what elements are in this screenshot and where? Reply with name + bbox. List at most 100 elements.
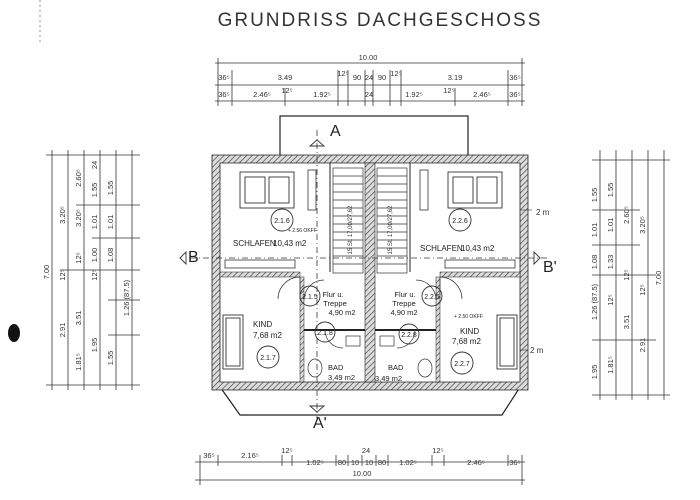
right-dim-c3-1: 2.60⁵ bbox=[622, 206, 631, 224]
punch-hole-mark bbox=[8, 324, 20, 342]
left-dim-c2-5: 1.81⁵ bbox=[74, 353, 83, 371]
room-area-kind-left: 7,68 m2 bbox=[253, 331, 282, 340]
room-number-2-2-5: 2.2.5 bbox=[424, 294, 440, 301]
room-number-2-2-6: 2.2.6 bbox=[452, 218, 468, 225]
top-dim-r2-7: 12⁵ bbox=[443, 86, 454, 95]
top-dim-r1-7: 12⁵ bbox=[390, 69, 401, 78]
right-dim-c4-2: 12⁵ bbox=[638, 284, 647, 295]
stair-right bbox=[376, 167, 408, 274]
top-dim-r2-6: 1.92⁵ bbox=[405, 90, 423, 99]
stair-left bbox=[332, 167, 364, 274]
level-note-right: + 2.50 OKFF bbox=[454, 314, 483, 320]
section-marker-b-right: B' bbox=[543, 259, 557, 276]
right-dim-total: 7.00 bbox=[654, 271, 663, 286]
roof-window-right bbox=[447, 171, 503, 209]
top-dim-total: 10.00 bbox=[359, 53, 378, 62]
top-dim-r2-2: 2.46⁵ bbox=[253, 90, 271, 99]
wall-left-mid bbox=[219, 271, 301, 278]
room-area-schlafen-right: 10,43 m2 bbox=[461, 244, 495, 253]
top-dim-r2-8: 2.46⁵ bbox=[473, 90, 491, 99]
bottom-dim-9: 80 bbox=[378, 458, 386, 467]
bottom-dim-8: 10 bbox=[365, 458, 373, 467]
right-dim-c1-2: 1.01 bbox=[590, 223, 599, 238]
top-dim-r1-2: 3.49 bbox=[278, 73, 293, 82]
room-number-2-1-7: 2.1.7 bbox=[260, 355, 276, 362]
exterior-wall bbox=[211, 154, 529, 391]
bottom-dim-total: 10.00 bbox=[353, 469, 372, 478]
right-dim-c4-3: 2.91 bbox=[638, 338, 647, 353]
radiators bbox=[224, 169, 516, 269]
right-dim-c1-1: 1.55 bbox=[590, 188, 599, 203]
room-number-2-1-8: 2.1.8 bbox=[317, 330, 333, 337]
bottom-dim-1: 36⁵ bbox=[203, 451, 214, 460]
left-dim-c4-1: 1.55 bbox=[106, 181, 115, 196]
room-number-2-2-7: 2.2.7 bbox=[454, 361, 470, 368]
bottom-dim-5: 80 bbox=[338, 458, 346, 467]
left-dim-c4-3: 1.08 bbox=[106, 248, 115, 263]
left-dim-c4-2: 1.01 bbox=[106, 215, 115, 230]
left-dim-c4-5: 1.55 bbox=[106, 351, 115, 366]
right-dim-c2-3: 1.33 bbox=[606, 255, 615, 270]
window-kind-right bbox=[496, 314, 518, 370]
level-note-left: + 2.56 OKFF bbox=[288, 228, 317, 234]
bath-fixtures bbox=[307, 335, 433, 378]
left-dim-c2-2: 3.20⁵ bbox=[74, 209, 83, 227]
stair-right-label: 15 St. 17,00/27,62 bbox=[388, 205, 394, 255]
bottom-dim-13: 36⁵ bbox=[509, 458, 520, 467]
left-dim-total: 7.00 bbox=[42, 265, 51, 280]
left-dim-c3-2: 1.55 bbox=[90, 183, 99, 198]
room-area-kind-right: 7,68 m2 bbox=[452, 337, 481, 346]
left-dim-c3-1: 24 bbox=[90, 161, 99, 169]
top-dim-r1-4: 90 bbox=[353, 73, 361, 82]
bottom-dim-10: 1.02⁵ bbox=[399, 458, 417, 467]
left-dim-c3-6: 1.95 bbox=[90, 338, 99, 353]
top-dim-r1-3: 12⁵ bbox=[337, 69, 348, 78]
left-dim-c3-4: 1.00 bbox=[90, 248, 99, 263]
right-dim-c2-4: 12⁵ bbox=[606, 294, 615, 305]
section-lines bbox=[190, 130, 550, 420]
top-dimension-chain bbox=[215, 58, 525, 106]
room-area-bad-left: 3,49 m2 bbox=[328, 373, 355, 382]
bottom-dim-7: 24 bbox=[362, 446, 370, 455]
right-dim-c1-3: 1.08 bbox=[590, 255, 599, 270]
side-note-upper: 2 m bbox=[536, 208, 550, 217]
room-area-schlafen-left: 10,43 m2 bbox=[273, 239, 307, 248]
doors bbox=[277, 276, 463, 349]
section-arrows bbox=[179, 139, 541, 413]
room-name-flur-right: Flur u. bbox=[394, 290, 415, 299]
bottom-dim-3: 12⁵ bbox=[281, 446, 292, 455]
room-name2-flur-left: Treppe bbox=[323, 299, 347, 308]
wall-right-flur bbox=[435, 276, 441, 383]
top-dim-r1-1: 36⁵ bbox=[218, 73, 229, 82]
room-area-flur-left: 4,90 m2 bbox=[328, 308, 355, 317]
left-dim-c4-4: 1.26 (87.5) bbox=[122, 279, 131, 316]
right-dim-c2-5: 1.81⁵ bbox=[606, 356, 615, 374]
top-dim-r1-8: 3.19 bbox=[448, 73, 463, 82]
left-dim-c3-5: 12⁵ bbox=[90, 269, 99, 280]
room-number-circles bbox=[256, 208, 474, 375]
page-title: GRUNDRISS DACHGESCHOSS bbox=[217, 10, 543, 31]
top-dim-r2-5: 24 bbox=[365, 90, 373, 99]
top-dormer bbox=[279, 115, 469, 157]
right-dimension-chain bbox=[592, 150, 670, 400]
top-dim-r2-3: 12⁵ bbox=[281, 86, 292, 95]
room-name-kind-right: KIND bbox=[460, 327, 479, 336]
right-dim-c3-2: 12⁵ bbox=[622, 269, 631, 280]
left-dim-c2-3: 12⁵ bbox=[74, 252, 83, 263]
left-dim-c3-3: 1.01 bbox=[90, 215, 99, 230]
room-name-bad-left: BAD bbox=[328, 363, 344, 372]
bottom-dim-4: 1.02⁵ bbox=[306, 458, 324, 467]
room-number-2-1-5: 2.1.5 bbox=[302, 294, 318, 301]
room-area-flur-right: 4,90 m2 bbox=[390, 308, 417, 317]
section-marker-a-top: A bbox=[330, 123, 341, 140]
section-marker-a-bottom: A' bbox=[313, 415, 327, 432]
room-area-bad-right: 3,49 m2 bbox=[375, 374, 402, 383]
bottom-dimension-chain bbox=[195, 455, 525, 485]
left-dim-c2-1: 2.60⁵ bbox=[74, 169, 83, 187]
bottom-overhang bbox=[217, 383, 523, 416]
stair-left-label: 15 St. 17,00/27,62 bbox=[348, 205, 354, 255]
bottom-dim-12: 2.46⁵ bbox=[467, 458, 485, 467]
room-name2-flur-right: Treppe bbox=[392, 299, 416, 308]
bottom-dim-6: 10 bbox=[351, 458, 359, 467]
